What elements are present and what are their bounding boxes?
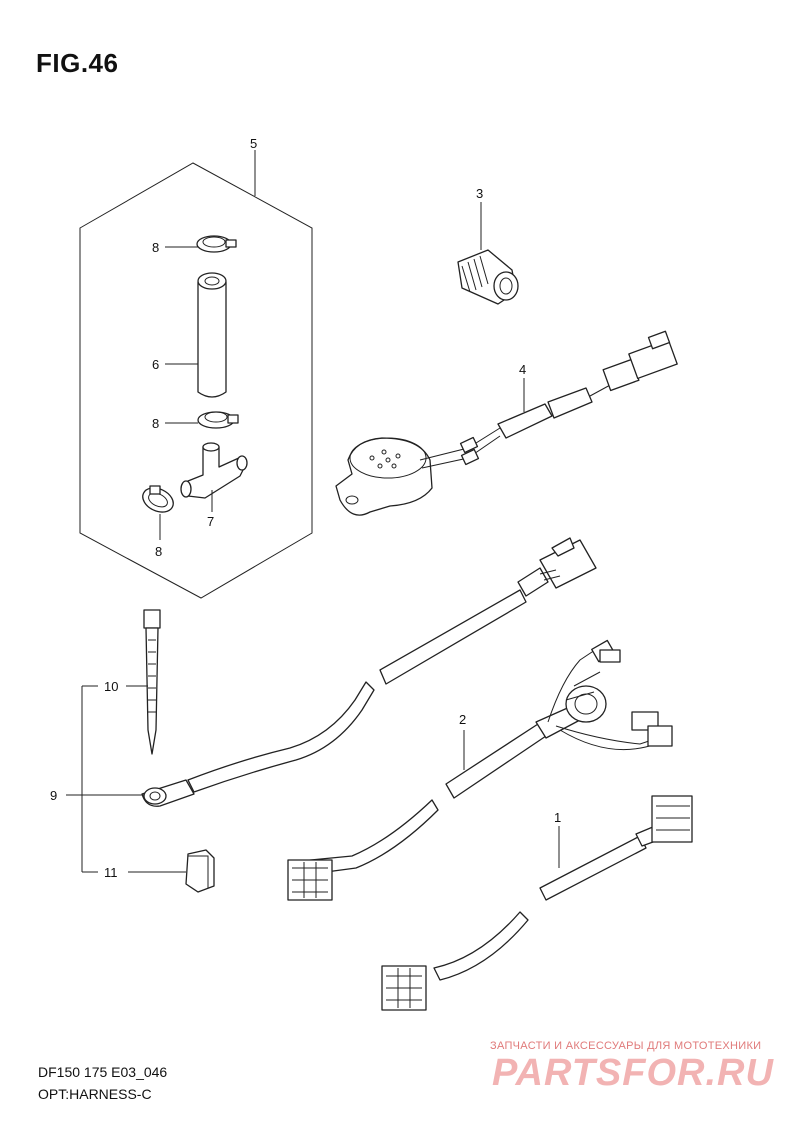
harness-1 [381, 795, 693, 1011]
fuse [185, 849, 215, 893]
callout-3: 3 [476, 186, 483, 201]
callout-10: 10 [104, 679, 118, 694]
callout-8-middle: 8 [152, 416, 159, 431]
clamp-top [196, 235, 237, 253]
kit-outline [79, 162, 313, 599]
callout-1: 1 [554, 810, 561, 825]
watermark-tagline: ЗАПЧАСТИ И АКСЕССУАРЫ ДЛЯ МОТОТЕХНИКИ [490, 1040, 762, 1052]
t-joint [180, 442, 248, 499]
callout-8-top: 8 [152, 240, 159, 255]
callout-6: 6 [152, 357, 159, 372]
ground-cable [141, 537, 597, 807]
callout-7: 7 [207, 514, 214, 529]
figure-code: DF150 175 E03_046 [38, 1064, 168, 1080]
callout-8-bottom: 8 [155, 544, 162, 559]
callout-2: 2 [459, 712, 466, 727]
figure-name: OPT:HARNESS-C [38, 1086, 152, 1102]
harness-2 [287, 639, 673, 901]
callout-11: 11 [104, 865, 118, 880]
plug [457, 249, 519, 305]
clamp-bottom [142, 485, 174, 513]
clamp-middle [197, 411, 239, 429]
hose [197, 272, 227, 398]
callout-4: 4 [519, 362, 526, 377]
buzzer-harness [335, 330, 678, 516]
cable-tie [143, 609, 161, 755]
watermark-logo: PARTSFOR.RU [492, 1052, 774, 1094]
figure-title: FIG.46 [36, 48, 119, 78]
callout-5: 5 [250, 136, 257, 151]
callout-9: 9 [50, 788, 57, 803]
